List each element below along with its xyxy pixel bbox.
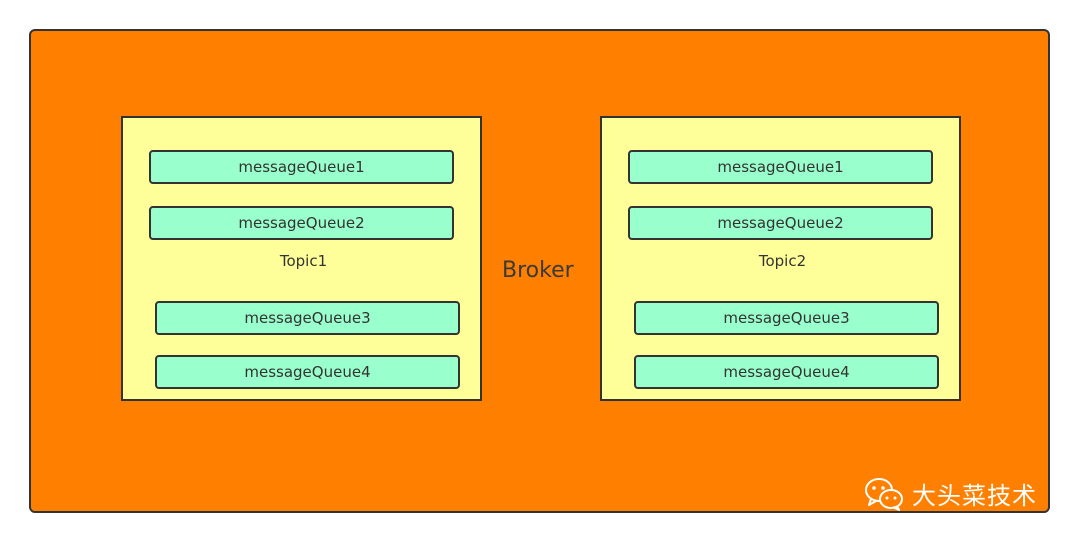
- message-queue-box: messageQueue2: [628, 206, 933, 240]
- message-queue-box: messageQueue4: [634, 355, 939, 389]
- wechat-icon: [865, 477, 903, 511]
- watermark: 大头菜技术: [864, 476, 1037, 511]
- topic-box-1: messageQueue1 messageQueue2 Topic1 messa…: [121, 116, 482, 401]
- message-queue-box: messageQueue1: [628, 150, 933, 184]
- message-queue-box: messageQueue3: [634, 301, 939, 335]
- message-queue-box: messageQueue3: [155, 301, 460, 335]
- message-queue-box: messageQueue2: [149, 206, 454, 240]
- topic-box-2: messageQueue1 messageQueue2 Topic2 messa…: [600, 116, 961, 401]
- watermark-text: 大头菜技术: [912, 482, 1037, 510]
- broker-label: Broker: [502, 258, 574, 283]
- topic-label: Topic1: [279, 252, 328, 270]
- message-queue-box: messageQueue4: [155, 355, 460, 389]
- message-queue-box: messageQueue1: [149, 150, 454, 184]
- topic-label: Topic2: [758, 252, 807, 270]
